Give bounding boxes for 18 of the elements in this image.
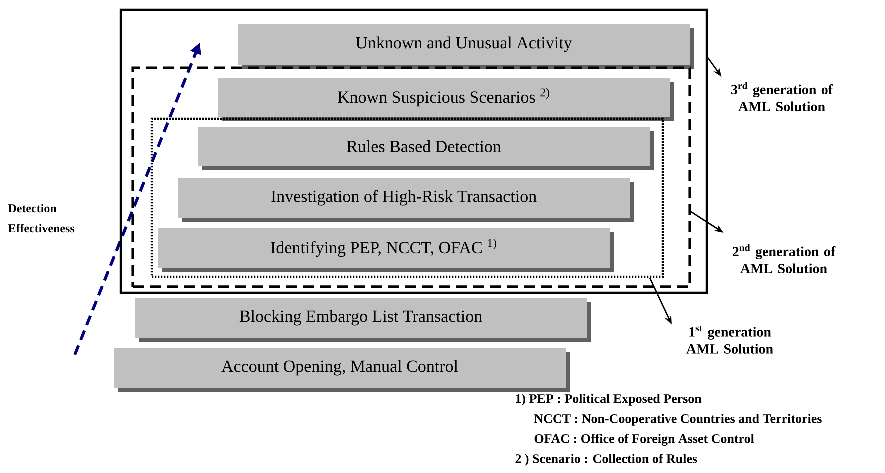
footnote: OFAC : Office of Foreign Asset Control (534, 434, 754, 446)
axis-label: Detection Effectiveness (8, 204, 75, 233)
footnote: 2 ) Scenario : Collection of Rules (516, 454, 698, 466)
generation-label: 2$^{nd}$ generation of AML Solution (733, 244, 836, 274)
label-bar: Unknown and Unusual Activity (238, 24, 694, 69)
label-bar: Identifying PEP, NCCT, OFAC $^{1)}$ (158, 228, 614, 272)
generation-label: 1$^{st}$ generation AML Solution (686, 326, 774, 354)
footnote: NCCT : Non-Cooperative Countries and Territories (534, 414, 822, 426)
label-bar: Rules Based Detection (198, 127, 654, 170)
group-frame (120, 8, 708, 294)
group-frame (150, 118, 664, 278)
label-bar: Account Opening, Manual Control (114, 348, 570, 392)
footnote: 1) PEP : Political Exposed Person (516, 394, 702, 406)
group-frame (132, 66, 692, 288)
label-bar: Known Suspicious Scenarios $^{2)}$ (218, 78, 674, 121)
label-bar: Blocking Embargo List Transaction (135, 298, 591, 342)
generation-label: 3$^{rd}$ generation of AML Solution (732, 82, 834, 112)
label-bar: Investigation of High-Risk Transaction (178, 178, 634, 222)
